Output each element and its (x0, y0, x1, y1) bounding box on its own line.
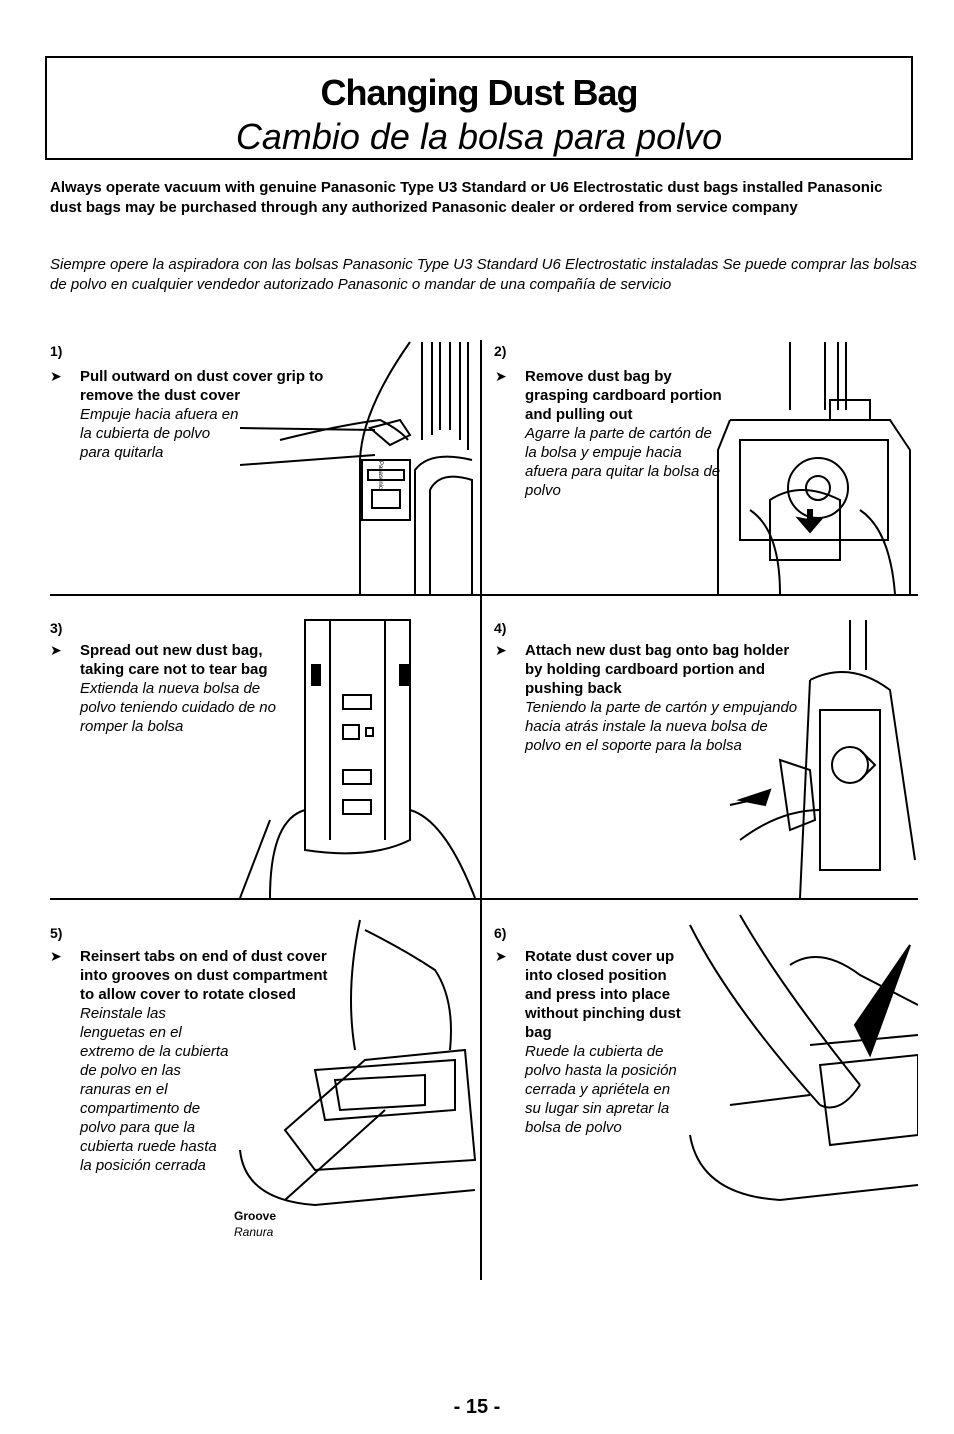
step-5-illustration (239, 919, 477, 1207)
step-2-illustration (717, 342, 911, 594)
step-6-english: Rotate dust cover up into closed positio… (525, 948, 681, 1041)
step-5-english: Reinsert tabs on end of dust cover into … (80, 948, 328, 1003)
step-4-number: 4) (494, 620, 507, 636)
arrowhead-right-icon: ➤ (50, 948, 62, 964)
intro-english: Always operate vacuum with genuine Panas… (50, 179, 883, 216)
step-4-illustration (729, 620, 916, 898)
step-3-text: ➤ Spread out new dust bag, taking care n… (50, 641, 295, 736)
grid-vertical-divider (480, 340, 482, 1280)
groove-label: Groove Ranura (234, 1208, 276, 1240)
grid-divider-row2 (50, 898, 918, 900)
arrowhead-right-icon: ➤ (50, 368, 62, 384)
step-3-number: 3) (50, 620, 63, 636)
page-title: Changing Dust Bag (320, 72, 639, 113)
page-number: - 15 - (453, 1396, 501, 1418)
step-6-number: 6) (494, 925, 507, 941)
step-3-illustration (239, 619, 476, 898)
step-3-english: Spread out new dust bag, taking care not… (80, 642, 268, 678)
groove-label-english: Groove (234, 1209, 277, 1223)
grid-divider-row1 (50, 594, 918, 596)
step-2-text: ➤ Remove dust bag by grasping cardboard … (495, 367, 725, 500)
step-4-spanish: Teniendo la parte de cartón y empujando … (525, 699, 798, 754)
step-1-illustration (240, 341, 473, 594)
arrowhead-right-icon: ➤ (495, 948, 507, 964)
step-4-english: Attach new dust bag onto bag holder by h… (525, 642, 790, 697)
step-4-text: ➤ Attach new dust bag onto bag holder by… (495, 641, 800, 755)
title-box: Changing Dust Bag Cambio de la bolsa par… (45, 56, 913, 160)
arrowhead-right-icon: ➤ (50, 642, 62, 658)
step-1-number: 1) (50, 343, 63, 359)
brand-label: Panasonic (377, 460, 384, 490)
page-title-spanish: Cambio de la bolsa para polvo (235, 116, 723, 157)
step-5-spanish: Reinstale las lenguetas en el extremo de… (80, 1005, 229, 1174)
step-5-text: ➤ Reinsert tabs on end of dust cover int… (50, 947, 335, 1175)
step-2-english: Remove dust bag by grasping cardboard po… (525, 368, 722, 423)
arrowhead-right-icon: ➤ (495, 368, 507, 384)
intro-spanish: Siempre opere la aspiradora con las bols… (50, 256, 917, 293)
step-6-spanish: Ruede la cubierta de polvo hasta la posi… (525, 1043, 677, 1136)
step-2-spanish: Agarre la parte de cartón de la bolsa y … (525, 425, 721, 499)
step-1-english: Pull outward on dust cover grip to remov… (80, 368, 324, 404)
step-6-illustration (689, 914, 918, 1202)
step-5-number: 5) (50, 925, 63, 941)
step-1-spanish: Empuje hacia afuera en la cubierta de po… (80, 406, 239, 461)
step-3-spanish: Extienda la nueva bolsa de polvo teniend… (80, 680, 276, 735)
step-1-text: ➤ Pull outward on dust cover grip to rem… (50, 367, 375, 462)
step-2-number: 2) (494, 343, 507, 359)
groove-label-spanish: Ranura (234, 1225, 274, 1239)
step-6-text: ➤ Rotate dust cover up into closed posit… (495, 947, 685, 1137)
arrowhead-right-icon: ➤ (495, 642, 507, 658)
